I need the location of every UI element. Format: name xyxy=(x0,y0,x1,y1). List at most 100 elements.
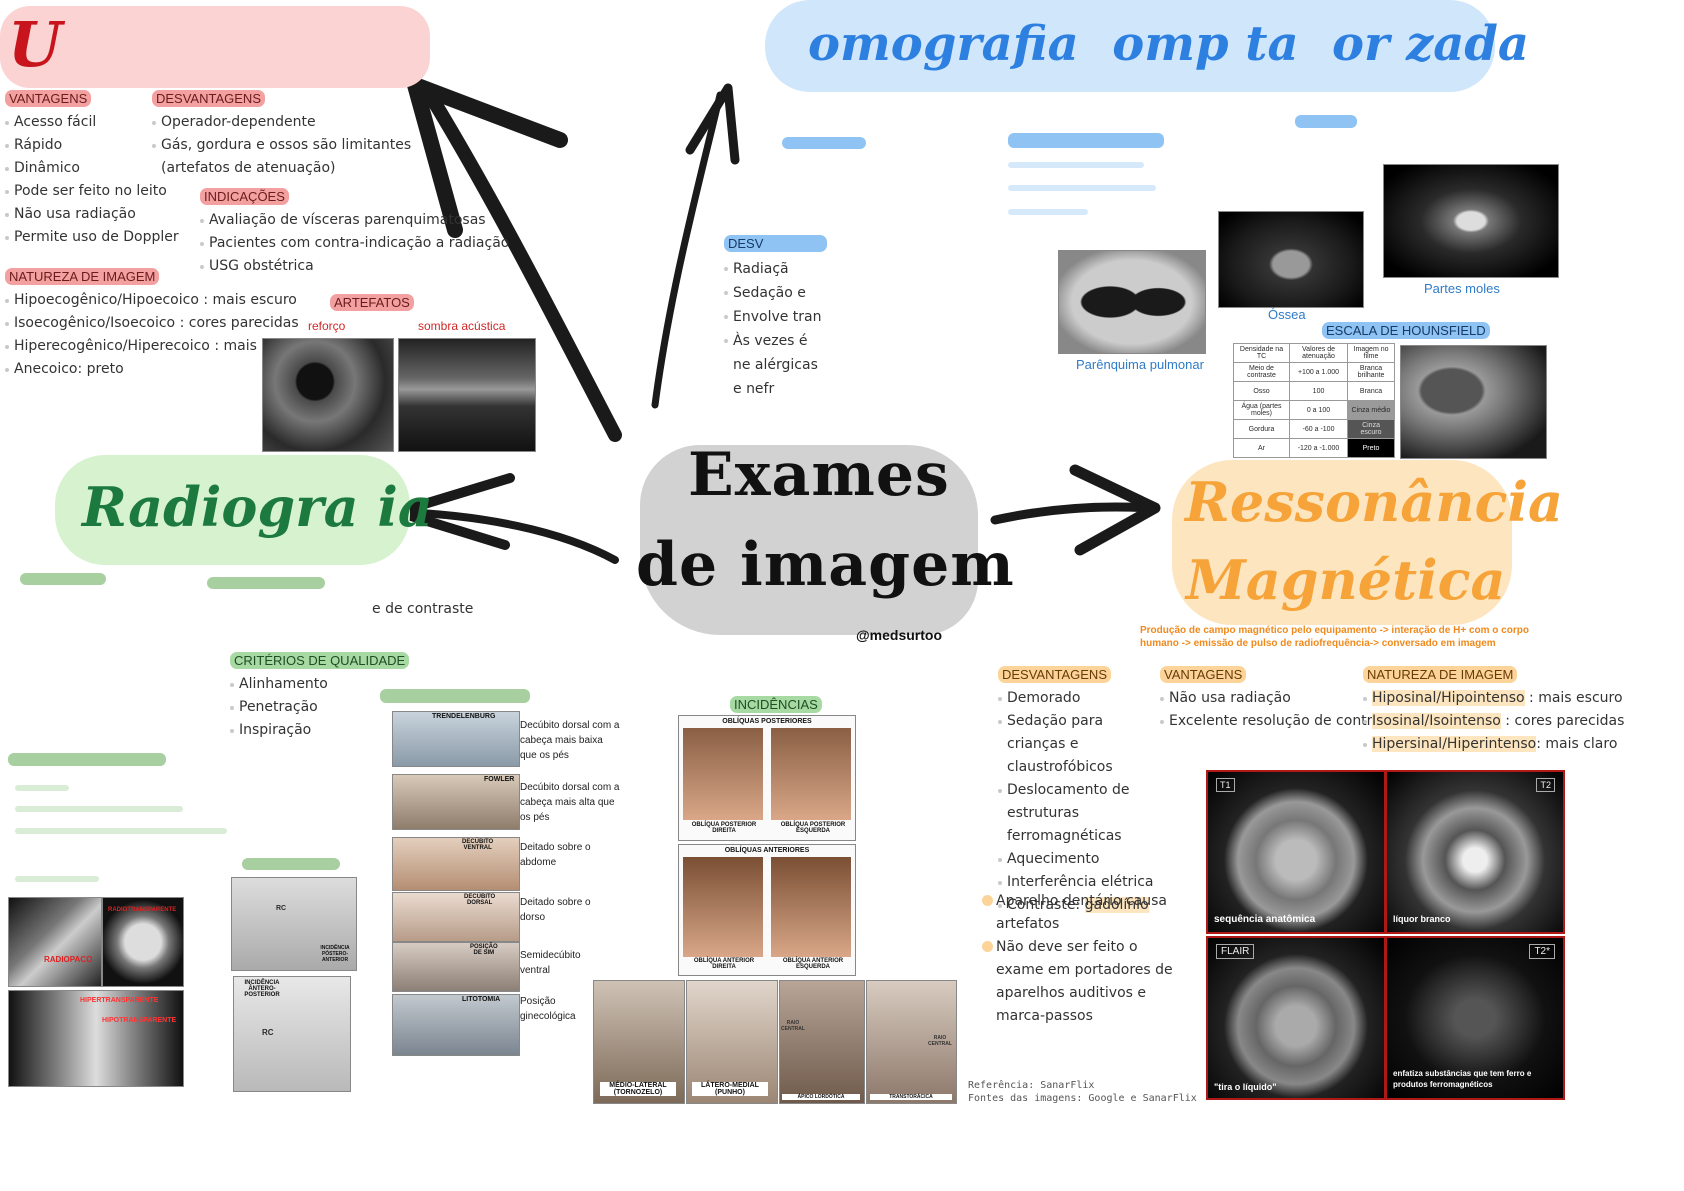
mri-caption: "tira o líquido" xyxy=(1214,1082,1277,1092)
rm-subtitle-line2: humano -> emissão de pulso de radiofrequ… xyxy=(1140,638,1496,649)
center-title-line1: Exames xyxy=(688,440,950,510)
list-item: Isoecogênico/Isoecoico : cores parecidas xyxy=(5,312,255,335)
tc-hidden-line xyxy=(1008,209,1088,215)
usg-natureza-label: NATUREZA DE IMAGEM xyxy=(5,268,159,285)
obliquas-anteriores-title: OBLÍQUAS ANTERIORES xyxy=(679,847,855,854)
rm-natureza: NATUREZA DE IMAGEM Hiposinal/Hipointenso… xyxy=(1363,666,1573,756)
list-item: Gás, gordura e ossos são limitantes (art… xyxy=(152,134,422,180)
radiotransparente-label: RADIOTRANSPARENTE xyxy=(108,907,176,913)
position-label: FOWLER xyxy=(484,776,514,783)
rm-vantagens: VANTAGENS Não usa radiação Excelente res… xyxy=(1160,666,1360,733)
author-handle: @medsurtoo xyxy=(856,627,942,643)
hounsfield-label: ESCALA DE HOUNSFIELD xyxy=(1322,322,1490,339)
obliquas-posteriores-panel: OBLÍQUAS POSTERIORES OBLÍQUA POSTERIOR D… xyxy=(678,715,856,841)
list-item: Radiaçã xyxy=(724,257,824,281)
table-header: Imagem no filme xyxy=(1348,344,1395,363)
xray-chest-image xyxy=(8,990,184,1087)
usg-vantagens: VANTAGENS Acesso fácil Rápido Dinâmico P… xyxy=(5,90,155,249)
position-label: DECÚBITO VENTRAL xyxy=(462,839,493,851)
tc-bone-image xyxy=(1218,211,1364,308)
usg-indicacoes-label: INDICAÇÕES xyxy=(200,188,289,205)
rm-subtitle-line1: Produção de campo magnético pelo equipam… xyxy=(1140,625,1529,636)
list-item: Rápido xyxy=(5,134,155,157)
rx-criterios-label: CRITÉRIOS DE QUALIDADE xyxy=(230,652,409,669)
sources-text: Fontes das imagens: Google e SanarFlix xyxy=(968,1093,1197,1104)
usg-sombra-image xyxy=(398,338,536,452)
tc-desv: DESV Radiaçã Sedação e Envolve tran Às v… xyxy=(724,235,894,401)
bullet-icon xyxy=(982,895,993,906)
usg-title-highlight xyxy=(0,6,430,88)
usg-title: U xyxy=(8,8,62,81)
list-item: Dinâmico xyxy=(5,157,155,180)
usg-vantagens-label: VANTAGENS xyxy=(5,90,91,107)
tc-desv-label: DESV xyxy=(724,235,827,252)
position-desc: Deitado sobre o dorso xyxy=(520,895,610,925)
table-cell: +100 a 1.000 xyxy=(1290,363,1348,382)
mri-caption: enfatiza substâncias que tem ferro e pro… xyxy=(1393,1068,1553,1090)
list-item: Não usa radiação xyxy=(5,203,155,226)
torso-image xyxy=(771,857,851,957)
sombra-caption: sombra acústica xyxy=(418,319,505,333)
table-header: Densidade na TC xyxy=(1234,344,1290,363)
radiopaco-label: RADIOPACO xyxy=(44,955,92,964)
list-item: Hiposinal/Hipointenso : mais escuro xyxy=(1363,687,1573,710)
table-cell: Osso xyxy=(1234,382,1290,401)
usg-indicacoes: INDICAÇÕES Avaliação de vísceras parenqu… xyxy=(200,188,460,278)
tc-hidden-bar xyxy=(1008,133,1164,148)
position-label: LITOTOMIA xyxy=(462,996,500,1003)
reference-text: Referência: SanarFlix xyxy=(968,1080,1094,1091)
table-cell: Cinza médio xyxy=(1348,401,1395,420)
list-item: Deslocamento de estruturas ferromagnétic… xyxy=(998,779,1158,848)
usg-artefatos-label-wrap: ARTEFATOS xyxy=(330,294,414,312)
rm-desvantagens: DESVANTAGENS Demorado Sedação para crian… xyxy=(998,666,1158,917)
hipotransparente-label: HIPOTRANSPARENTE xyxy=(102,1017,176,1024)
rc-label-2: RC xyxy=(262,1028,274,1037)
torso-image xyxy=(771,728,851,820)
position-image xyxy=(392,892,520,942)
tc-soft-tissue-image xyxy=(1383,164,1559,278)
rm-notes: Aparelho dentário causa artefatos Não de… xyxy=(982,890,1182,1028)
transtoracica-label: TRANSTORÁCICA xyxy=(870,1094,952,1100)
table-cell: Gordura xyxy=(1234,420,1290,439)
list-item: Acesso fácil xyxy=(5,111,155,134)
xray-hand-image xyxy=(8,897,102,987)
desc: : mais claro xyxy=(1536,736,1617,752)
list-item: Aquecimento xyxy=(998,848,1158,871)
tc-abdomen-image xyxy=(1400,345,1547,459)
apico-lordotica-image xyxy=(779,980,865,1104)
mri-panel-flair: FLAIR "tira o líquido" xyxy=(1206,936,1386,1100)
torso-image xyxy=(683,728,763,820)
position-desc: Decúbito dorsal com a cabeça mais baixa … xyxy=(520,718,620,763)
rx-hidden-bar xyxy=(8,753,166,766)
incidencia-pa-label: INCIDÊNCIA PÓSTERO-ANTERIOR xyxy=(318,945,352,963)
note-text: Não deve ser feito o exame em portadores… xyxy=(996,939,1173,1024)
apico-lordotica-label: ÁPICO LORDÓTICA xyxy=(782,1094,860,1100)
mri-tag: FLAIR xyxy=(1216,944,1254,959)
rx-title: Radiogra ia xyxy=(82,475,433,539)
term: Isosinal/Isointenso xyxy=(1372,713,1501,729)
mri-tag: T1 xyxy=(1216,778,1235,792)
mri-panel-t1: T1 sequência anatômica xyxy=(1206,770,1386,934)
reforco-caption: reforço xyxy=(308,319,345,333)
position-desc: Decúbito dorsal com a cabeça mais alta q… xyxy=(520,780,620,825)
table-cell: Branca brilhante xyxy=(1348,363,1395,382)
position-image xyxy=(392,942,520,992)
list-item: Alinhamento xyxy=(230,673,430,696)
rx-hidden-bar xyxy=(207,577,325,589)
tc-title: omografia omp ta or zada xyxy=(808,16,1529,72)
center-title-line2: de imagem xyxy=(636,530,1015,600)
table-cell: Branca xyxy=(1348,382,1395,401)
table-cell: 0 a 100 xyxy=(1290,401,1348,420)
rm-natureza-label: NATUREZA DE IMAGEM xyxy=(1363,666,1517,683)
raio-central-label-2: RAIO CENTRAL xyxy=(928,1035,952,1047)
list-item: Demorado xyxy=(998,687,1158,710)
table-cell: Ar xyxy=(1234,439,1290,458)
rx-contraste-text: e de contraste xyxy=(372,598,473,621)
list-item: Pode ser feito no leito xyxy=(5,180,155,203)
note-text: Aparelho dentário causa artefatos xyxy=(996,893,1167,932)
term: Hiposinal/Hipointenso xyxy=(1372,690,1525,706)
position-label: DECÚBITO DORSAL xyxy=(464,894,495,906)
rc-label-1: RC xyxy=(276,905,286,912)
list-item: Anecoico: preto xyxy=(5,358,255,381)
op-direita-label: OBLÍQUA POSTERIOR DIREITA xyxy=(689,822,759,834)
